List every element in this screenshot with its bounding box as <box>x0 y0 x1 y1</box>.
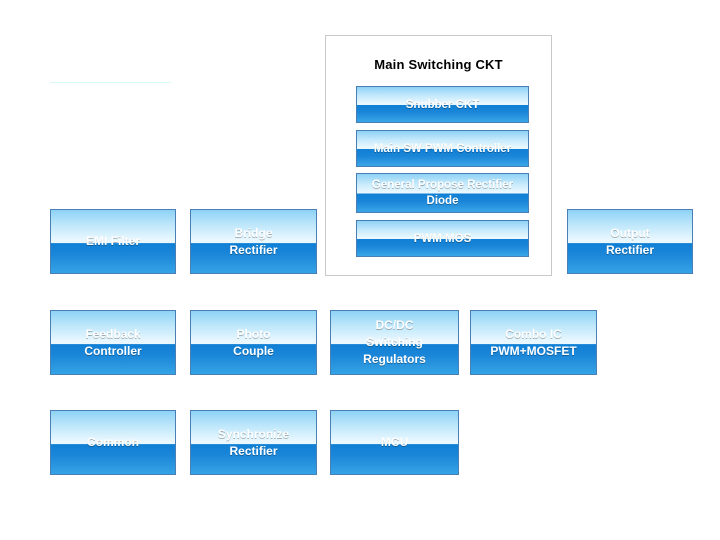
block-common[interactable]: Common <box>50 410 176 475</box>
block-label-line: Regulators <box>363 352 426 366</box>
block-label-line: Snubber CKT <box>405 98 480 111</box>
block-label-line: General Propose Rectifier <box>371 179 514 191</box>
block-label-line: Rectifier <box>229 242 278 257</box>
block-pwm-mos[interactable]: PWM MOS <box>356 220 529 257</box>
block-label-line: Controller <box>84 343 142 358</box>
block-label-line: EMI Filter <box>85 234 140 248</box>
block-label-line: Rectifier <box>605 242 655 257</box>
block-snubber-ckt[interactable]: Snubber CKT <box>356 86 529 123</box>
block-label-line: Main SW PWM Controller <box>373 142 512 155</box>
block-label-line: Diode <box>426 195 459 207</box>
block-label-line: Output <box>610 225 650 240</box>
block-combo-ic-pwm-mosfet[interactable]: Combo IC PWM+MOSFET <box>470 310 597 375</box>
decorative-hairline <box>50 82 171 83</box>
block-label-line: Rectifier <box>229 443 278 458</box>
block-label-line: Couple <box>233 343 274 358</box>
block-main-sw-pwm-controller[interactable]: Main SW PWM Controller <box>356 130 529 167</box>
block-label-line: Photo <box>236 326 271 341</box>
block-label-line: PWM MOS <box>413 232 472 245</box>
block-label-line: Common <box>87 435 139 449</box>
block-label-line: PWM+MOSFET <box>490 343 577 358</box>
main-switching-ckt-title: Main Switching CKT <box>374 57 503 72</box>
block-label-line: DC/DC <box>375 318 414 332</box>
block-emi-filter[interactable]: EMI Filter <box>50 209 176 274</box>
block-label-line: Feedback <box>85 326 141 341</box>
block-label-line: Synchronize <box>217 426 290 441</box>
block-label-line: Switching <box>366 335 423 349</box>
block-mcu[interactable]: MCU <box>330 410 459 475</box>
block-label-line: MCU <box>380 435 409 449</box>
block-label-line: Combo IC <box>505 326 562 341</box>
block-label-line: Bridge <box>234 225 273 240</box>
